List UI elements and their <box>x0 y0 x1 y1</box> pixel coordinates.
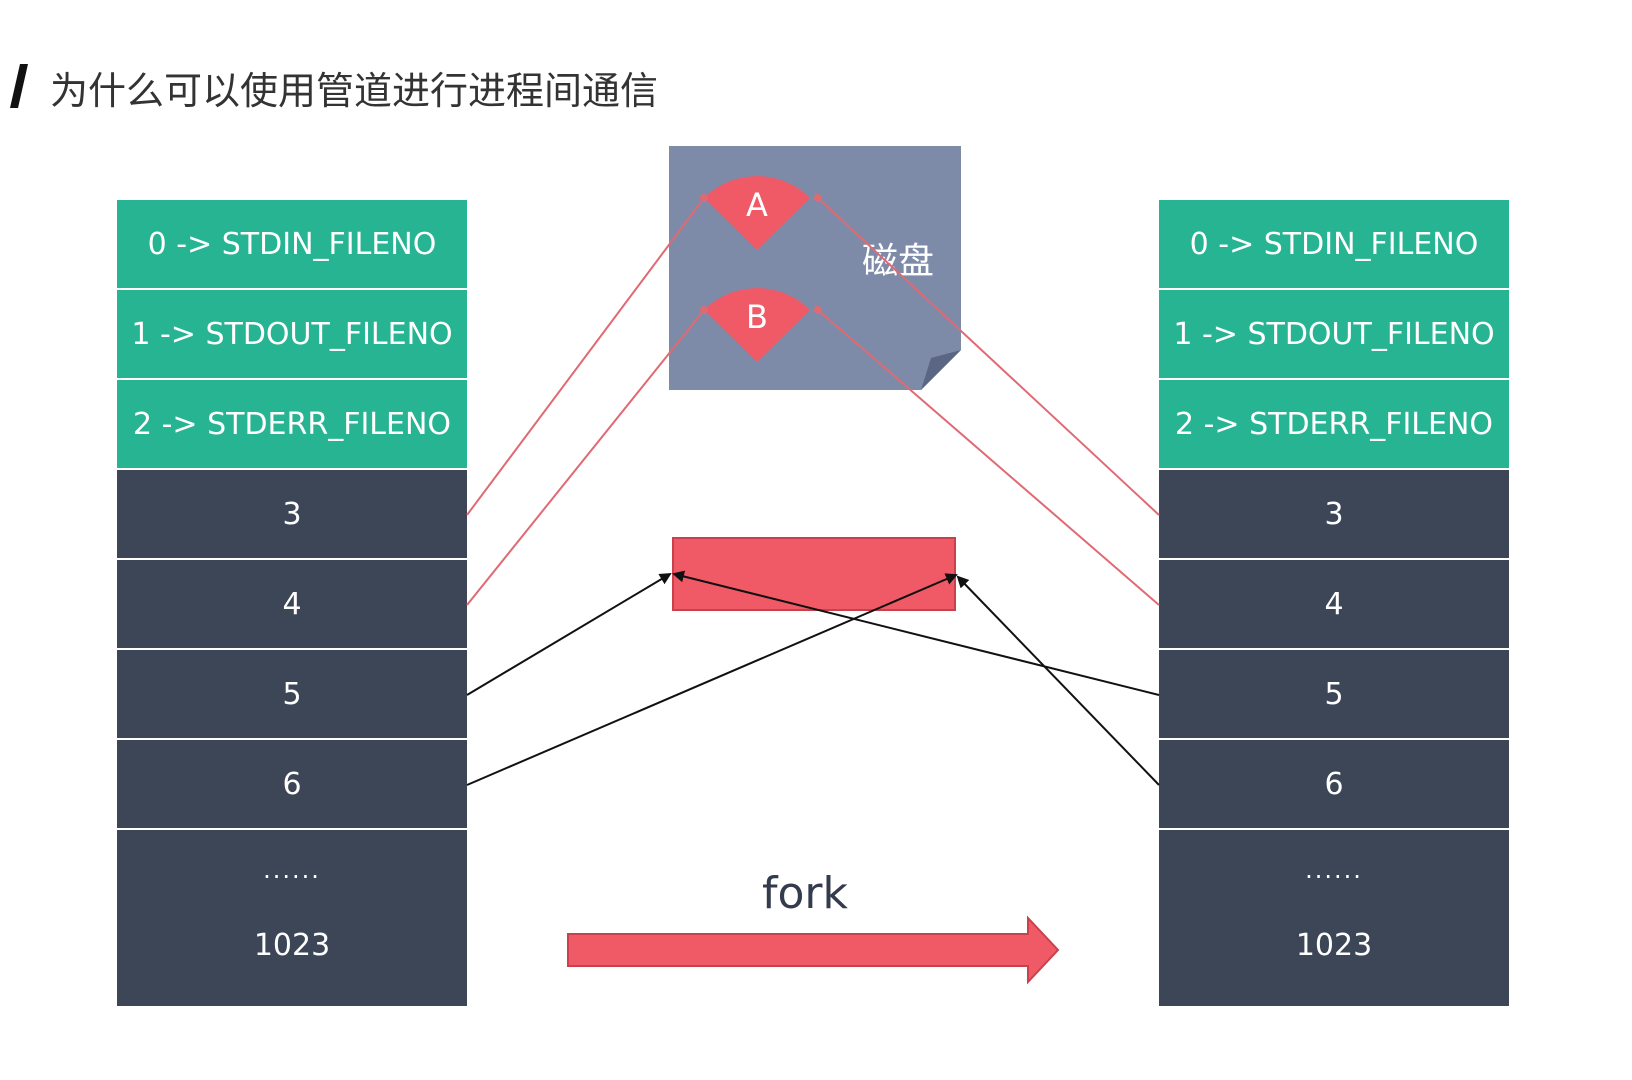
fork-arrow <box>567 915 1060 985</box>
link-child-fd6-pipe <box>956 575 1160 786</box>
fd-row-max: 1023 <box>1295 928 1373 963</box>
link-parent-fd5-pipe <box>466 572 672 696</box>
fd-row-stdout: 1 -> STDOUT_FILENO <box>117 290 467 380</box>
fd-ellipsis: ...... <box>1305 856 1363 884</box>
fd-row-5: 5 <box>117 650 467 740</box>
disk-label: 磁盘 <box>862 241 935 282</box>
page-title: 为什么可以使用管道进行进程间通信 <box>50 69 659 113</box>
link-parent-fd3-sector-a <box>466 194 708 516</box>
fork-label: fork <box>762 868 848 919</box>
fd-row-stderr: 2 -> STDERR_FILENO <box>117 380 467 470</box>
sector-a-label: A <box>746 186 768 224</box>
fd-row-6: 6 <box>1159 740 1509 830</box>
fd-row-stdin: 0 -> STDIN_FILENO <box>117 200 467 290</box>
fd-row-stdin: 0 -> STDIN_FILENO <box>1159 200 1509 290</box>
fd-row-tail: ...... 1023 <box>117 830 467 1006</box>
fd-row-4: 4 <box>1159 560 1509 650</box>
child-fd-table: 0 -> STDIN_FILENO 1 -> STDOUT_FILENO 2 -… <box>1159 200 1509 1006</box>
parent-fd-table: 0 -> STDIN_FILENO 1 -> STDOUT_FILENO 2 -… <box>117 200 467 1006</box>
fd-ellipsis: ...... <box>263 856 321 884</box>
link-child-fd5-pipe <box>672 570 1160 696</box>
fd-row-4: 4 <box>117 560 467 650</box>
sector-a <box>704 176 810 250</box>
fd-row-6: 6 <box>117 740 467 830</box>
fd-row-3: 3 <box>1159 470 1509 560</box>
fd-row-tail: ...... 1023 <box>1159 830 1509 1006</box>
link-parent-fd4-sector-b <box>466 306 708 606</box>
fd-row-stderr: 2 -> STDERR_FILENO <box>1159 380 1509 470</box>
sector-b-label: B <box>746 298 768 336</box>
link-parent-fd6-pipe <box>466 573 958 786</box>
fd-row-5: 5 <box>1159 650 1509 740</box>
fd-row-3: 3 <box>117 470 467 560</box>
sector-b <box>704 288 810 362</box>
link-child-fd4-sector-b <box>814 306 1160 606</box>
fd-row-stdout: 1 -> STDOUT_FILENO <box>1159 290 1509 380</box>
link-child-fd3-sector-a <box>814 194 1160 516</box>
title-slash-icon <box>10 64 28 108</box>
fd-row-max: 1023 <box>253 928 331 963</box>
